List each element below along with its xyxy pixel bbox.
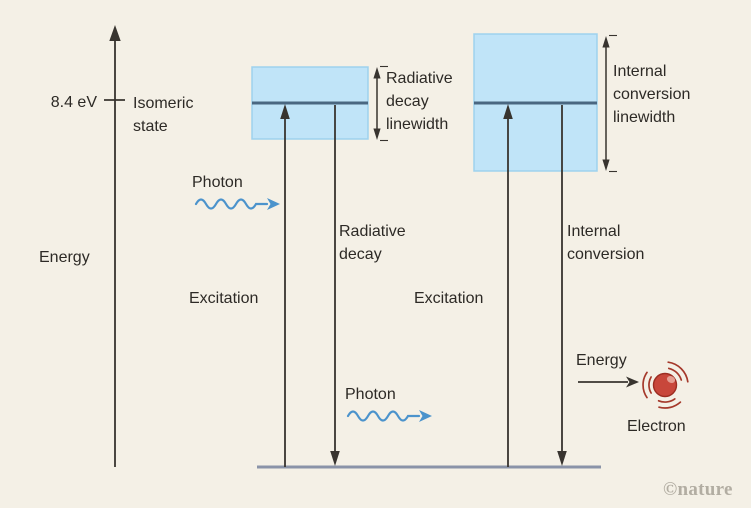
excitation-arrow-left <box>280 104 290 467</box>
radiative-decay-arrow <box>330 105 340 466</box>
electron-icon <box>642 361 689 409</box>
radiative-decay-label: Radiative decay <box>339 223 406 264</box>
electron-label: Electron <box>627 418 686 435</box>
internal-linewidth-label: Internal conversion linewidth <box>613 63 691 127</box>
photon-out-label: Photon <box>345 386 396 403</box>
radiative-linewidth-label: Radiative decay linewidth <box>386 70 453 134</box>
isomeric-state-label: Isomeric state <box>133 95 194 136</box>
isomeric-tick-value: 8.4 eV <box>50 94 97 111</box>
internal-conversion-arrow <box>557 105 567 466</box>
energy-out-label: Energy <box>576 352 627 369</box>
energy-axis-label: Energy <box>39 249 90 266</box>
excitation-arrow-right <box>503 104 513 467</box>
axis-arrowhead-icon <box>109 25 121 41</box>
excitation-left-label: Excitation <box>189 290 259 307</box>
energy-axis <box>104 25 125 467</box>
radiative-linewidth-dimension-arrow <box>373 65 388 142</box>
excitation-right-label: Excitation <box>414 290 484 307</box>
internal-conversion-label: Internal conversion <box>567 223 645 264</box>
energy-release-arrow <box>578 376 639 388</box>
photon-wave-out-icon <box>346 410 432 422</box>
photon-wave-in-icon <box>194 198 280 210</box>
photon-in-label: Photon <box>192 174 243 191</box>
internal-linewidth-dimension-arrow <box>602 34 617 173</box>
nature-credit: ©nature <box>663 479 733 500</box>
